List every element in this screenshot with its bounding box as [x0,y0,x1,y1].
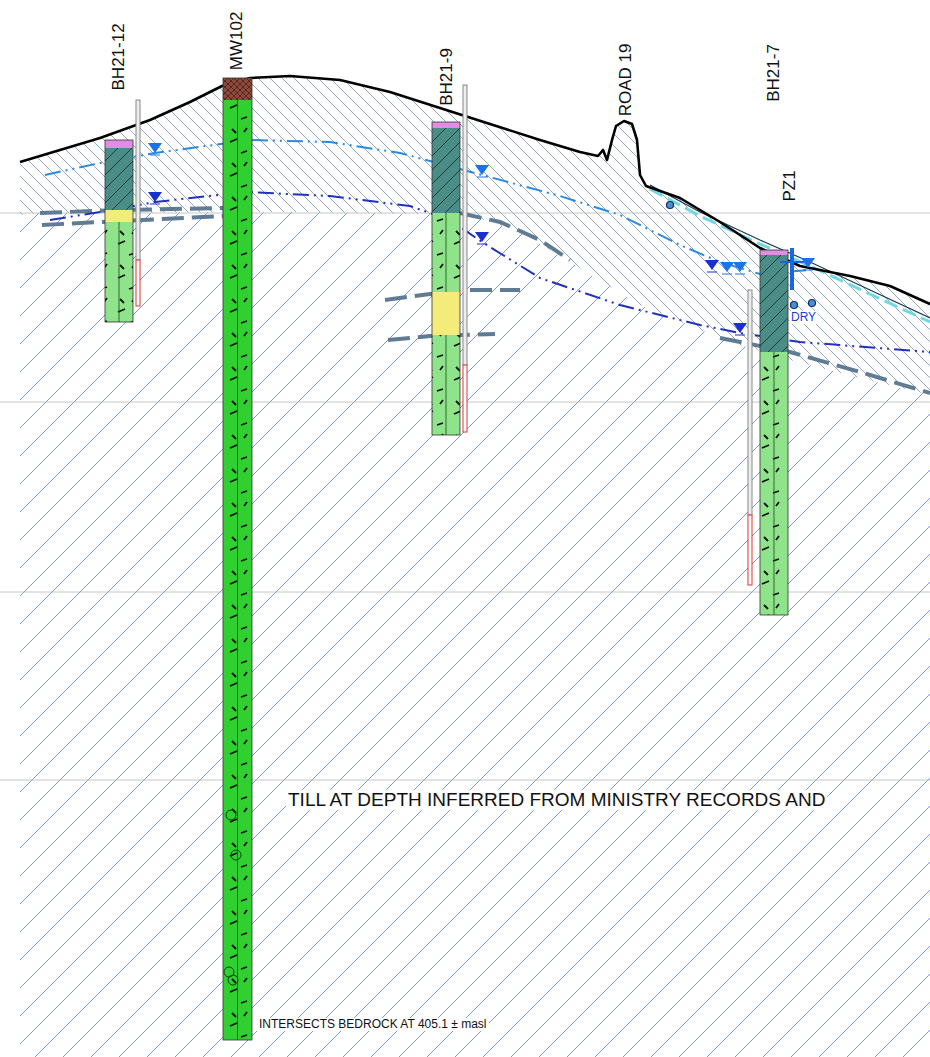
well-screen [463,365,467,432]
soil-layer [432,292,460,335]
cobble-symbol [231,850,241,860]
well-screen [136,260,140,306]
soil-layer [760,255,788,352]
strata-contact [470,288,520,292]
water-level-symbol [475,232,489,242]
core-line [119,222,120,322]
slope-line [650,189,930,322]
soil-texture [432,335,460,435]
soil-layer [432,213,460,292]
bedrock-note: INTERSECTS BEDROCK AT 405.1 ± masl [257,1018,489,1031]
soil-layer [432,128,460,213]
water-level-symbol [801,258,815,268]
soil-texture [223,100,252,1040]
soil-layer [105,140,133,148]
survey-point [791,302,798,309]
water-level-tick [477,177,487,178]
soil-layer [105,148,133,210]
soil-layer [223,78,252,100]
water-level-tick [477,244,487,245]
borehole-outline [432,122,460,435]
grid-line [0,592,930,593]
soil-layer [432,122,460,128]
overburden-hatch [20,76,930,395]
soil-texture [760,255,788,352]
well-screen [748,515,752,585]
core-line [774,352,775,615]
water-level-symbol [705,260,719,270]
water-table-line [50,192,930,352]
water-level-symbol [733,262,747,272]
water-level-tick [150,204,160,205]
geology-note: TILL AT DEPTH INFERRED FROM MINISTRY REC… [286,790,827,810]
borehole-log [105,100,140,322]
water-level-tick [707,272,717,273]
piezometer-cap [780,261,804,263]
borehole-outline [105,140,133,322]
grid-line [0,780,930,781]
survey-point [809,300,816,307]
water-level-symbol [148,143,162,153]
survey-point [667,202,674,209]
strata-contact [42,216,225,225]
piezometer-id: PZ1 [781,169,799,204]
soil-layer [105,210,133,222]
soil-texture [105,148,133,210]
soil-layer [760,352,788,615]
strata-contact [460,213,570,260]
borehole-id: BH21-7 [765,42,783,104]
road-label: ROAD 19 [617,41,635,118]
borehole-log [432,85,467,435]
water-level-tick [735,335,745,336]
water-level-tick [722,274,732,275]
core-line [446,213,447,292]
water-level-symbol [475,165,489,175]
well-riser [748,290,752,515]
borehole-log [748,250,788,615]
cobble-symbol [228,975,238,985]
borehole-outline [760,250,788,615]
soil-layer [432,335,460,435]
water-level-tick [803,270,813,271]
ground-surface [20,76,930,304]
status-note: DRY [789,311,818,324]
well-riser [136,100,140,260]
water-level-symbol [148,192,162,202]
soil-texture [760,352,788,615]
water-level-symbol [720,262,734,272]
borehole-id: BH21-9 [438,46,456,108]
soil-layer [760,250,788,255]
soil-layer [105,222,133,322]
borehole-id: BH21-12 [110,21,128,92]
soil-layer [223,100,252,1040]
cobble-symbol [226,810,236,820]
till-hatch [20,76,930,1057]
borehole-outline [223,78,252,1040]
soil-texture [432,213,460,292]
core-line [237,100,238,1040]
water-level-symbol [733,323,747,333]
borehole-log [223,78,252,1040]
piezometer [790,248,794,290]
soil-texture [432,128,460,213]
core-line [446,335,447,435]
soil-texture [105,222,133,322]
well-id: MW102 [228,9,246,72]
water-level-tick [150,155,160,156]
well-riser [463,85,467,365]
water-level-tick [735,274,745,275]
